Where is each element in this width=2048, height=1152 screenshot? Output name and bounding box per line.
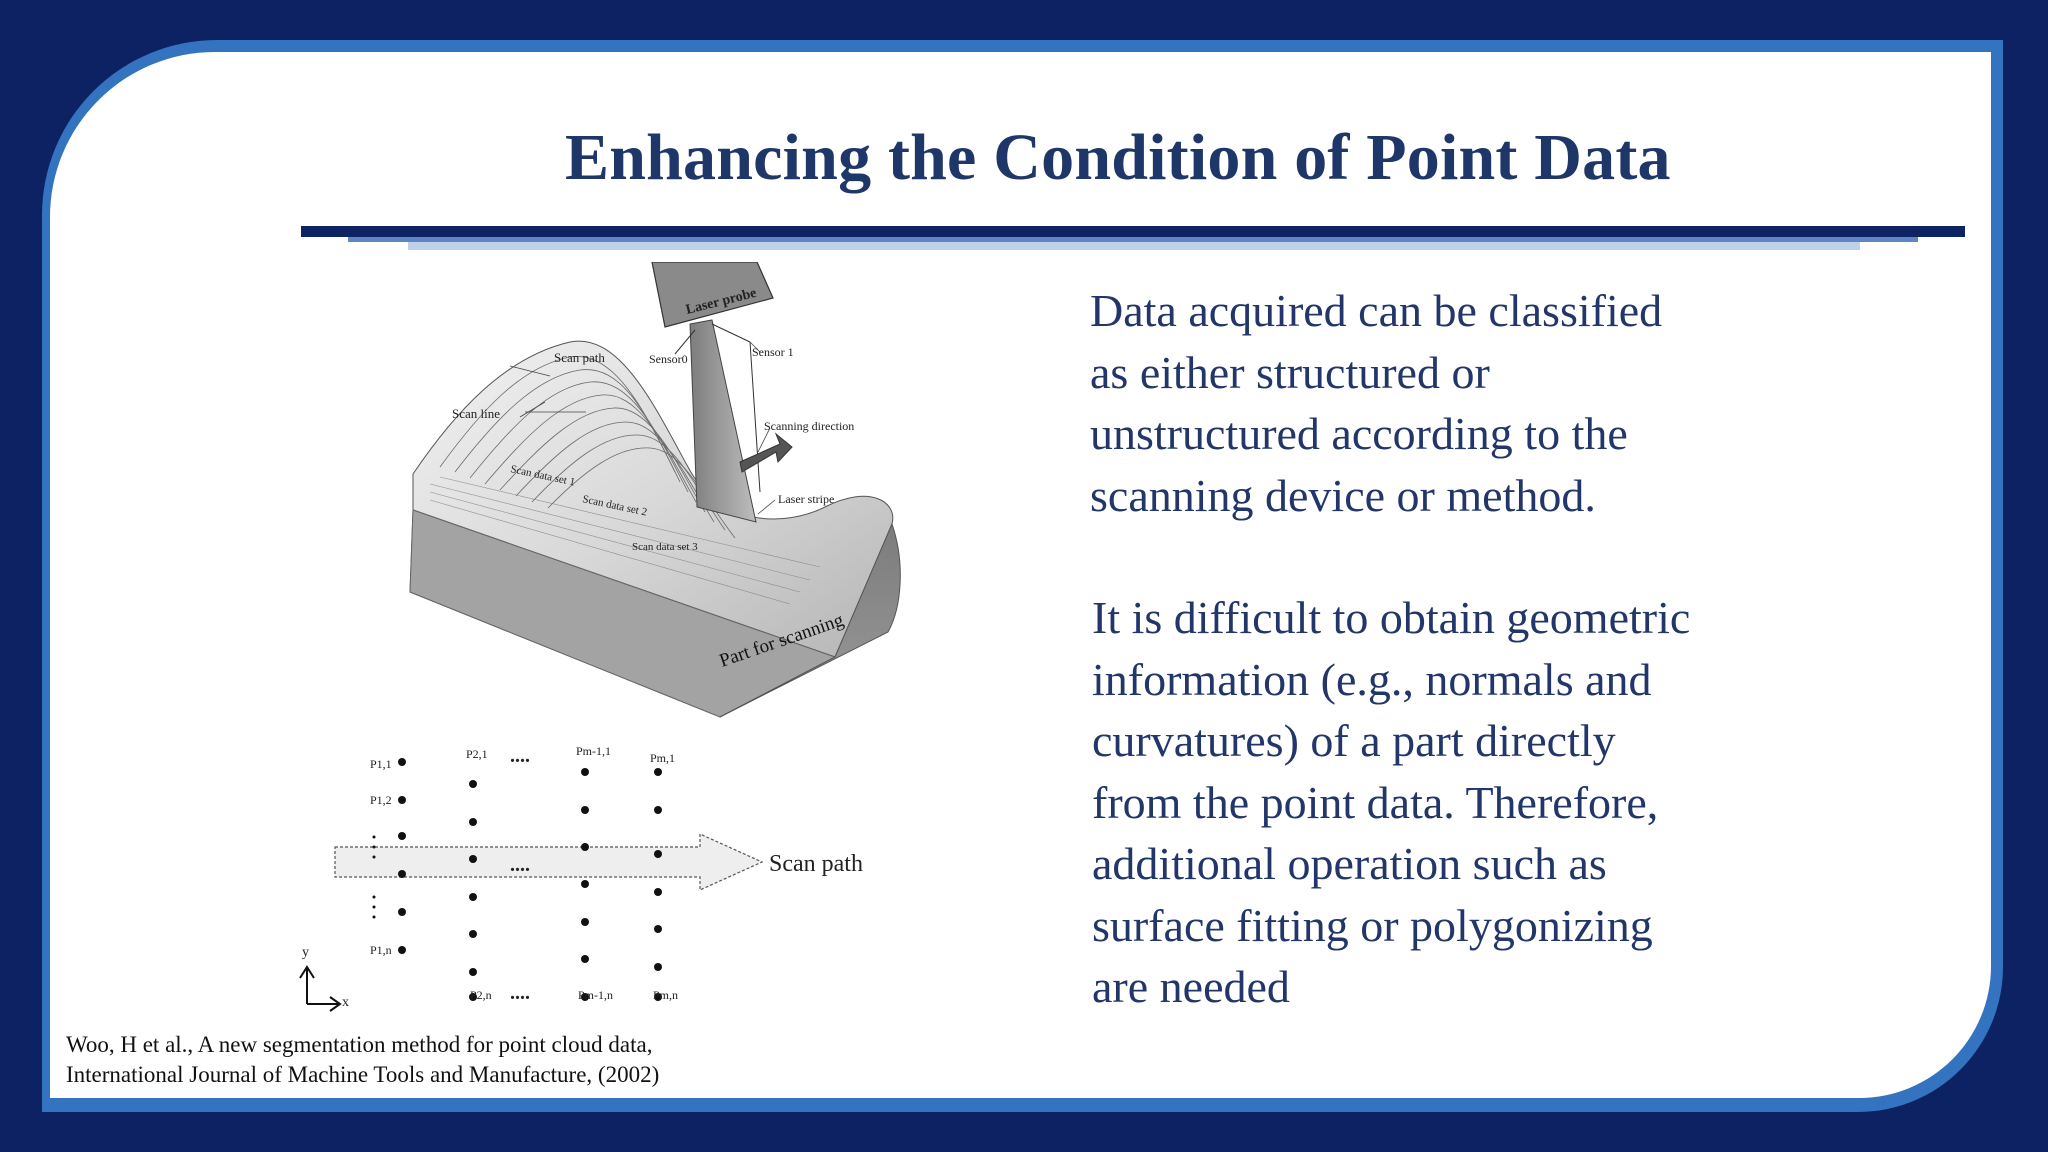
paragraph-data-classification: Data acquired can be classified as eithe… [1090, 280, 1662, 526]
citation-line: International Journal of Machine Tools a… [66, 1062, 660, 1087]
citation: Woo, H et al., A new segmentation method… [66, 1030, 659, 1090]
label-p-1-n: P1,n [370, 943, 392, 957]
label-p-2-n: P2,n [470, 988, 492, 1002]
laser-probe-box [651, 262, 774, 328]
paragraph-line: surface fitting or polygonizing [1092, 899, 1653, 951]
scanning-direction-arrow [739, 432, 793, 473]
point-grid: P1,1 P1,2 P1,n P2,1 Pm-1,1 Pm,1 P2,n Pm-… [299, 744, 863, 1012]
label-scan-data-set-3: Scan data set 3 [632, 541, 698, 553]
label-scan-path: Scan path [554, 350, 605, 365]
axis-x-label: x [342, 995, 349, 1010]
label-sensor1: Sensor 1 [752, 345, 794, 359]
paragraph-line: information (e.g., normals and [1092, 653, 1652, 705]
label-p-m-n: Pm,n [653, 988, 678, 1002]
label-scan-line: Scan line [452, 406, 500, 421]
slide-title: Enhancing the Condition of Point Data [565, 121, 1671, 194]
grid-ellipsis-bottom: .... [510, 982, 530, 1004]
grid-scan-path-label: Scan path [769, 851, 863, 877]
label-p-m-1: Pm,1 [650, 751, 675, 765]
grid-ellipsis-middle: .... [510, 854, 530, 876]
paragraph-line: curvatures) of a part directly [1092, 715, 1616, 766]
paragraph-line: additional operation such as [1092, 838, 1607, 889]
paragraph-line: It is difficult to obtain geometric [1092, 592, 1691, 643]
scanning-figure: Laser probe Sensor0 Sensor 1 Scan path S… [299, 262, 901, 1012]
citation-line: Woo, H et al., A new segmentation method… [66, 1032, 653, 1057]
paragraph-line: Data acquired can be classified [1090, 285, 1663, 336]
paragraph-line: are needed [1092, 961, 1290, 1012]
paragraph-line: from the point data. Therefore, [1092, 776, 1659, 828]
paragraph-line: scanning device or method. [1090, 469, 1596, 521]
label-p-1-2: P1,2 [370, 793, 392, 807]
title-underline-dark [301, 226, 1965, 237]
label-laser-stripe: Laser stripe [778, 492, 834, 506]
label-scanning-direction: Scanning direction [764, 419, 854, 433]
paragraph-line: unstructured according to the [1090, 408, 1628, 459]
axis-icon [299, 965, 342, 1012]
paragraph-geometric-information: It is difficult to obtain geometric info… [1092, 587, 1690, 1018]
grid-points [398, 758, 662, 1001]
title-underline-light [408, 242, 1860, 250]
label-p-m1-1: Pm-1,1 [576, 744, 611, 758]
title-underline-mid [348, 237, 1918, 242]
laser-beam [689, 319, 757, 523]
paragraph-line: as either structured or [1090, 346, 1490, 398]
grid-ellipsis-top: .... [510, 745, 530, 767]
label-p-1-1: P1,1 [370, 757, 392, 771]
label-sensor0: Sensor0 [649, 352, 688, 366]
scan-path-arrow [334, 833, 764, 891]
axis-y-label: y [302, 945, 309, 960]
label-p-2-1: P2,1 [466, 747, 488, 761]
part-block [409, 262, 901, 718]
label-p-m1-n: Pm-1,n [578, 988, 613, 1002]
